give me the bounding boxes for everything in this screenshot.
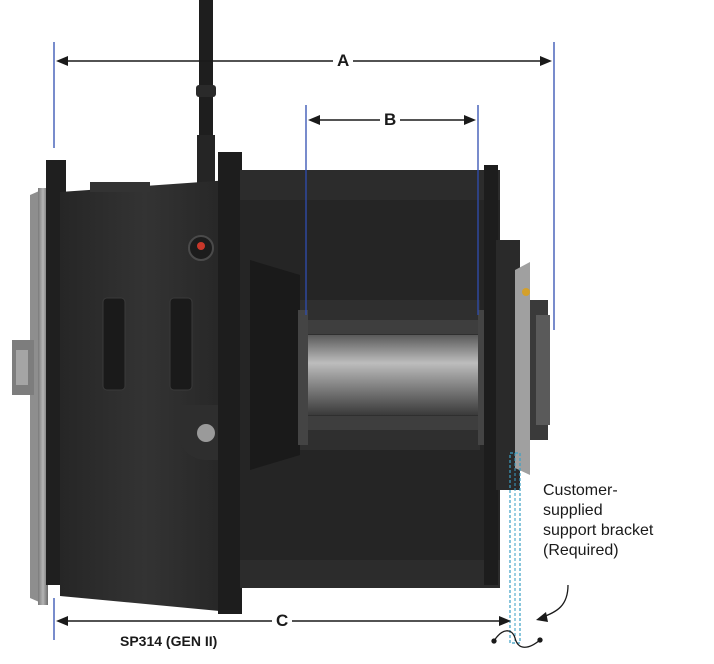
drum-body [240, 165, 500, 588]
motor-housing [60, 152, 237, 612]
support-bracket [509, 452, 521, 644]
callout-line-3: support bracket [543, 522, 654, 539]
callout-line-4: (Required) [543, 542, 619, 559]
dimension-label-c: C [272, 612, 293, 630]
callout-line-1: Customer- [543, 482, 618, 499]
callout-arrow [536, 584, 569, 622]
housing-rib [218, 152, 242, 614]
break-symbol-icon [491, 630, 543, 648]
model-label: SP314 (GEN II) [120, 633, 218, 649]
cable [196, 0, 216, 195]
callout-line-2: supplied [543, 502, 603, 519]
dimension-label-a: A [333, 52, 354, 70]
support-bracket-callout: Customer- supplied support bracket (Requ… [543, 481, 713, 561]
rear-flange [12, 188, 48, 605]
guide-lines [53, 42, 555, 640]
dimension-label-b: B [380, 111, 401, 129]
shaft [305, 335, 485, 415]
front-flange [496, 240, 550, 490]
